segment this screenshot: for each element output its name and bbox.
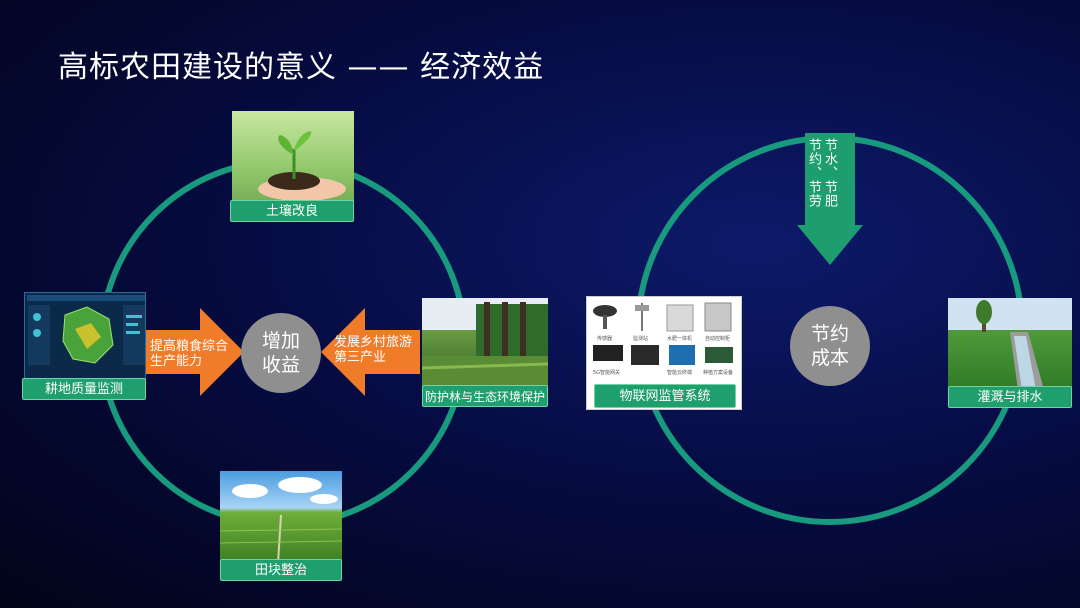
irrigation-label: 灌溉与排水 xyxy=(948,386,1072,408)
forest-protection-photo xyxy=(422,298,548,390)
arrow-right-line2: 第三产业 xyxy=(334,350,412,365)
savings-text-col2: 节约、节劳 xyxy=(806,138,821,208)
arrow-right-text: 发展乡村旅游 第三产业 xyxy=(334,335,412,365)
irrigation-photo xyxy=(948,298,1072,390)
monitoring-map-icon xyxy=(25,293,146,382)
farmland-quality-label: 耕地质量监测 xyxy=(22,378,146,400)
increase-income-circle: 增加收益 xyxy=(241,313,321,393)
field-block-photo xyxy=(220,471,342,563)
farmland-monitoring-screen xyxy=(24,292,146,382)
arrow-left-line2: 生产能力 xyxy=(150,354,228,369)
savings-text-col1: 节水、节肥 xyxy=(822,138,837,208)
device-caption-0: 传感器 xyxy=(597,335,612,342)
device-caption-6: 种植方案设备 xyxy=(703,369,733,376)
arrow-left-text: 提高粮食综合 生产能力 xyxy=(150,339,228,369)
device-caption-4: 5G智能网关 xyxy=(593,369,620,376)
device-caption-5: 智能云终端 xyxy=(667,369,692,376)
device-caption-3: 自动控制柜 xyxy=(705,335,730,342)
increase-income-text: 增加收益 xyxy=(259,329,303,377)
arrow-left-line1: 提高粮食综合 xyxy=(150,339,228,354)
forest-belt-icon xyxy=(422,298,548,390)
iot-device-captions: 传感器 监测站 水肥一体机 自动控制柜 5G智能网关 智能云终端 种植方案设备 xyxy=(587,297,742,387)
arrow-right-line1: 发展乡村旅游 xyxy=(334,335,412,350)
forest-protection-label: 防护林与生态环境保护 xyxy=(422,385,548,407)
soil-improvement-label: 土壤改良 xyxy=(230,200,354,222)
iot-system-label: 物联网监管系统 xyxy=(594,384,736,408)
save-cost-circle: 节约成本 xyxy=(790,306,870,386)
field-block-label: 田块整治 xyxy=(220,559,342,581)
save-cost-text: 节约成本 xyxy=(808,322,852,370)
device-caption-2: 水肥一体机 xyxy=(667,335,692,342)
farmland-fields-icon xyxy=(220,471,342,563)
irrigation-canal-icon xyxy=(948,298,1072,390)
device-caption-1: 监测站 xyxy=(633,335,648,342)
